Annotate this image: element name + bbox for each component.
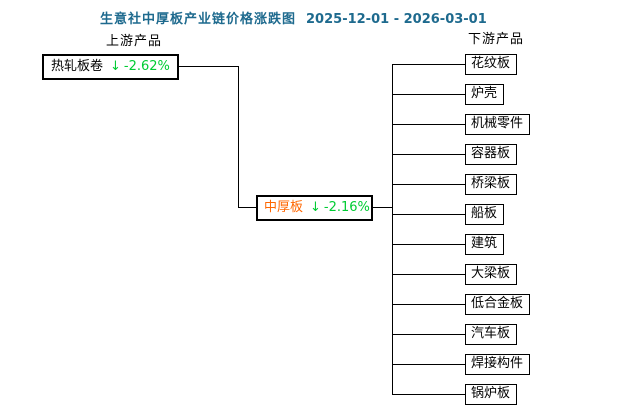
center-connector-left — [238, 207, 262, 208]
downstream-branch-line — [392, 94, 466, 95]
upstream-change: ↓-2.62% — [110, 59, 170, 74]
chain-spine-line — [392, 64, 393, 395]
downstream-branch-line — [392, 184, 466, 185]
downstream-product-box[interactable]: 建筑 — [465, 234, 505, 255]
down-arrow-icon: ↓ — [110, 59, 121, 74]
downstream-branch-line — [392, 244, 466, 245]
downstream-branch-line — [392, 364, 466, 365]
downstream-branch-line — [392, 334, 466, 335]
page-title-date-range: 2025-12-01 - 2026-03-01 — [306, 12, 487, 27]
downstream-branch-line — [392, 394, 466, 395]
downstream-branch-line — [392, 214, 466, 215]
page-title: 生意社中厚板产业链价格涨跌图 2025-12-01 - 2026-03-01 — [100, 8, 487, 27]
center-change-value: -2.16% — [323, 200, 370, 215]
downstream-product-box[interactable]: 船板 — [465, 204, 505, 225]
upstream-connector-h — [160, 66, 239, 67]
downstream-product-name: 船板 — [471, 206, 498, 221]
downstream-product-name: 花纹板 — [471, 56, 511, 71]
downstream-product-name: 容器板 — [471, 146, 511, 161]
downstream-product-name: 建筑 — [471, 236, 498, 251]
downstream-product-name: 焊接构件 — [471, 356, 524, 371]
upstream-section-label: 上游产品 — [106, 34, 163, 49]
downstream-product-box[interactable]: 汽车板 — [465, 324, 518, 345]
downstream-product-name: 机械零件 — [471, 116, 524, 131]
down-arrow-icon: ↓ — [310, 200, 321, 215]
upstream-change-value: -2.62% — [123, 59, 170, 74]
upstream-product-name: 热轧板卷 — [51, 59, 104, 74]
downstream-section-label: 下游产品 — [468, 32, 525, 47]
center-product-name: 中厚板 — [264, 200, 304, 215]
downstream-branch-line — [392, 304, 466, 305]
downstream-product-box[interactable]: 焊接构件 — [465, 354, 531, 375]
downstream-product-box[interactable]: 花纹板 — [465, 54, 518, 75]
downstream-product-name: 低合金板 — [471, 296, 524, 311]
downstream-product-box[interactable]: 低合金板 — [465, 294, 531, 315]
downstream-product-box[interactable]: 桥梁板 — [465, 174, 518, 195]
downstream-product-name: 大梁板 — [471, 266, 511, 281]
downstream-product-box[interactable]: 锅炉板 — [465, 384, 518, 405]
downstream-product-box[interactable]: 容器板 — [465, 144, 518, 165]
center-change: ↓-2.16% — [310, 200, 370, 215]
downstream-product-name: 炉壳 — [471, 86, 498, 101]
downstream-branch-line — [392, 274, 466, 275]
downstream-product-name: 桥梁板 — [471, 176, 511, 191]
downstream-product-name: 锅炉板 — [471, 386, 511, 401]
downstream-branch-line — [392, 64, 466, 65]
downstream-product-box[interactable]: 机械零件 — [465, 114, 531, 135]
center-product-box[interactable]: 中厚板 ↓-2.16% — [256, 195, 373, 221]
page-title-text: 生意社中厚板产业链价格涨跌图 — [100, 12, 297, 27]
upstream-product-box[interactable]: 热轧板卷 ↓-2.62% — [42, 54, 179, 80]
downstream-product-box[interactable]: 炉壳 — [465, 84, 505, 105]
downstream-branch-line — [392, 154, 466, 155]
downstream-product-box[interactable]: 大梁板 — [465, 264, 518, 285]
center-connector-right — [365, 207, 393, 208]
downstream-branch-line — [392, 124, 466, 125]
downstream-product-name: 汽车板 — [471, 326, 511, 341]
upstream-connector-v — [238, 66, 239, 208]
